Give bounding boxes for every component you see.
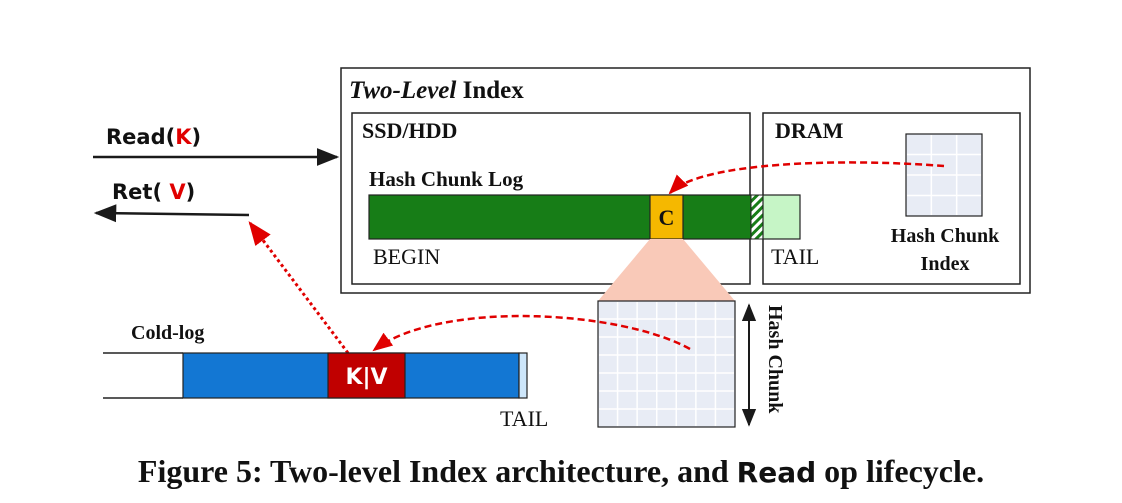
index-to-chunk-arrow [668,161,945,195]
cold-log-tail-segment [518,352,528,399]
kv-block-label: K|V [345,365,387,390]
hash-chunk-vertical-label: Hash Chunk [764,305,786,414]
hash-chunk-log-label: Hash Chunk Log [369,167,524,191]
log-begin-label: BEGIN [373,244,440,269]
cold-log-tail-label: TAIL [500,406,548,431]
figure-caption: Figure 5: Two-level Index architecture, … [138,453,984,489]
index-title: Two-Level Index [349,77,524,104]
hash-chunk-index-label-line1: Hash Chunk [891,225,1000,247]
cold-log-label: Cold-log [131,322,204,344]
ssd-hdd-label: SSD/HDD [362,118,457,143]
chunk-to-kv-arrow [372,314,691,352]
hash-chunk-log-bar [368,194,752,240]
hash-chunk-index-label-line2: Index [921,253,970,275]
read-op-label: Read(K) [106,125,201,149]
kv-block [327,352,406,399]
log-tail-label: TAIL [771,244,819,269]
kv-to-ret-arrow [248,221,350,354]
expanded-hash-chunk-grid [597,300,736,428]
chunk-expand-funnel [598,239,735,301]
hash-chunk-c-label: C [659,205,675,230]
hash-chunk-index-grid [905,133,983,217]
log-hatched-segment [750,194,764,240]
log-tail-segment [762,194,801,240]
ret-op-label: Ret( V) [112,180,195,204]
dram-label: DRAM [775,118,844,143]
hash-chunk-c-block [649,194,684,240]
ret-op-arrow [93,204,250,223]
